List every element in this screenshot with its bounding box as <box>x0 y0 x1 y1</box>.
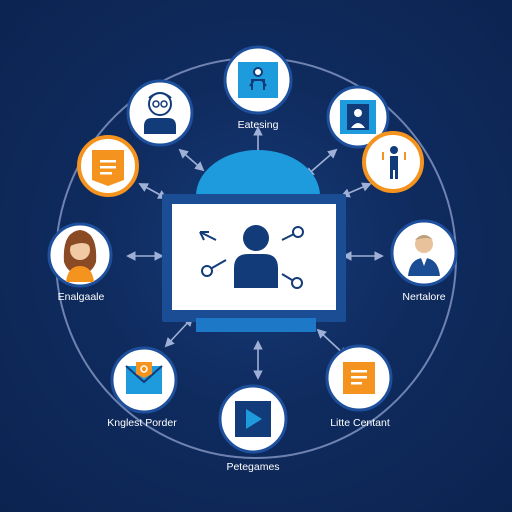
node-top-left <box>126 79 194 147</box>
user-network-icon <box>199 225 304 289</box>
node-left-top <box>77 135 139 197</box>
node-top <box>223 45 293 115</box>
connector-top-right <box>304 148 338 178</box>
label-left: Enalgaale <box>58 291 105 303</box>
man-avatar-icon <box>408 235 440 276</box>
connector-left-top <box>138 183 168 199</box>
node-right <box>390 219 458 287</box>
man-glasses-avatar-icon <box>144 92 176 134</box>
person-standing-icon <box>382 146 406 179</box>
node-bottom <box>218 384 288 454</box>
label-right: Nertalore <box>402 291 445 303</box>
connector-bottom-left <box>164 316 194 348</box>
central-monitor <box>162 150 346 332</box>
label-top: Eatesing <box>238 119 279 131</box>
woman-avatar-icon <box>63 230 97 282</box>
connector-top-left <box>178 148 205 172</box>
node-top-right <box>326 85 390 149</box>
person-figure-icon <box>249 67 267 90</box>
mail-icon <box>125 362 163 394</box>
label-bottom-left: Knglest Porder <box>107 417 177 429</box>
node-bottom-left <box>110 346 178 414</box>
document-list-icon <box>92 150 124 186</box>
node-bottom-right <box>325 344 393 412</box>
play-icon <box>235 401 271 437</box>
monitor-dome <box>196 150 320 196</box>
label-bottom: Petegames <box>226 461 279 473</box>
person-portrait-icon <box>347 104 369 130</box>
list-document-icon <box>343 362 375 394</box>
monitor-stand <box>196 318 316 332</box>
label-bottom-right: Litte Centant <box>330 417 390 429</box>
connector-right-top <box>340 182 372 198</box>
node-right-top <box>362 131 424 193</box>
node-left <box>47 222 113 288</box>
